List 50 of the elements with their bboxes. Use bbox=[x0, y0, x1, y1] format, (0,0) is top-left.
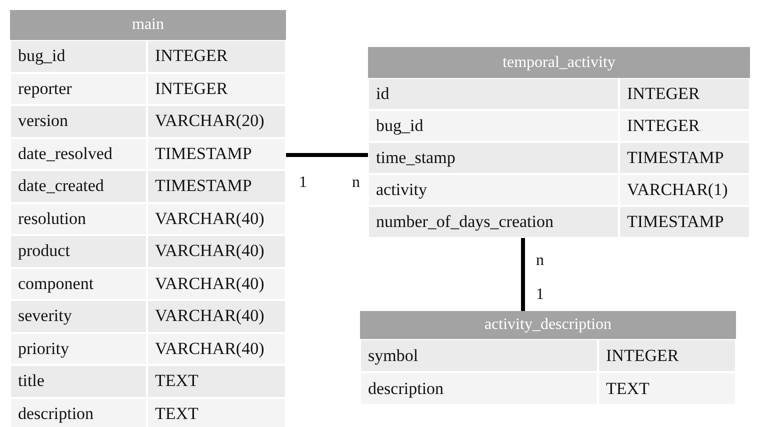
column-name-cell: title bbox=[10, 365, 147, 398]
cardinality-label: n bbox=[352, 174, 360, 192]
column-type-cell: TIMESTAMP bbox=[147, 138, 286, 170]
column-name-cell: product bbox=[10, 235, 147, 268]
column-name-cell: date_resolved bbox=[10, 138, 147, 170]
column-name-cell: symbol bbox=[360, 339, 598, 372]
cardinality-label: 1 bbox=[299, 174, 307, 192]
column-type-cell: TIMESTAMP bbox=[619, 206, 750, 238]
column-name-cell: id bbox=[368, 78, 619, 110]
column-type-cell: VARCHAR(1) bbox=[619, 174, 750, 206]
column-type-cell: VARCHAR(40) bbox=[147, 268, 286, 300]
table-header: main bbox=[10, 10, 286, 40]
database-table bbox=[10, 10, 286, 427]
column-name-cell: description bbox=[10, 398, 147, 427]
database-table bbox=[360, 311, 736, 405]
column-type-cell: TIMESTAMP bbox=[619, 142, 750, 174]
column-name-cell: time_stamp bbox=[368, 142, 619, 174]
column-type-cell: INTEGER bbox=[147, 72, 286, 105]
column-name-cell: reporter bbox=[10, 72, 147, 105]
column-type-cell: VARCHAR(40) bbox=[147, 300, 286, 332]
column-type-cell: INTEGER bbox=[619, 110, 750, 142]
column-name-cell: description bbox=[360, 372, 598, 405]
column-name-cell: severity bbox=[10, 300, 147, 332]
relationship-line bbox=[286, 153, 368, 157]
cardinality-label: n bbox=[536, 252, 544, 270]
database-table bbox=[368, 47, 750, 238]
column-name-cell: resolution bbox=[10, 202, 147, 235]
column-name-cell: number_of_days_creation bbox=[368, 206, 619, 238]
column-name-cell: activity bbox=[368, 174, 619, 206]
column-name-cell: version bbox=[10, 105, 147, 138]
column-type-cell: TEXT bbox=[598, 372, 736, 405]
table-header: activity_description bbox=[360, 311, 736, 339]
column-type-cell: TIMESTAMP bbox=[147, 170, 286, 202]
column-type-cell: VARCHAR(40) bbox=[147, 332, 286, 365]
column-type-cell: INTEGER bbox=[619, 78, 750, 110]
column-name-cell: bug_id bbox=[368, 110, 619, 142]
column-name-cell: bug_id bbox=[10, 40, 147, 72]
column-type-cell: VARCHAR(20) bbox=[147, 105, 286, 138]
table-header: temporal_activity bbox=[368, 47, 750, 78]
column-type-cell: INTEGER bbox=[598, 339, 736, 372]
column-name-cell: date_created bbox=[10, 170, 147, 202]
column-type-cell: VARCHAR(40) bbox=[147, 235, 286, 268]
column-type-cell: VARCHAR(40) bbox=[147, 202, 286, 235]
column-type-cell: TEXT bbox=[147, 365, 286, 398]
column-name-cell: priority bbox=[10, 332, 147, 365]
column-type-cell: TEXT bbox=[147, 398, 286, 427]
cardinality-label: 1 bbox=[536, 286, 544, 304]
relationship-line bbox=[521, 238, 525, 311]
column-name-cell: component bbox=[10, 268, 147, 300]
column-type-cell: INTEGER bbox=[147, 40, 286, 72]
